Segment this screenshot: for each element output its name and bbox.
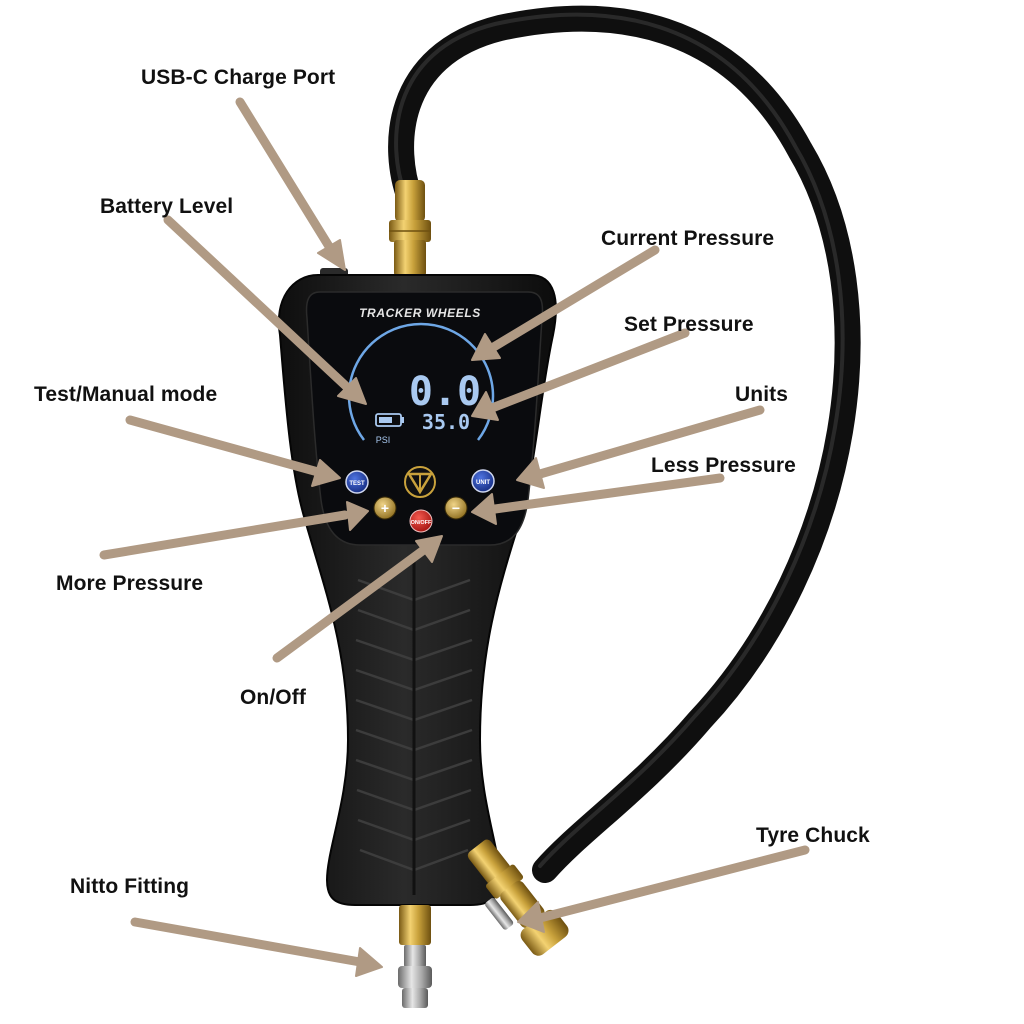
nitto-fitting [398,905,432,1008]
arrow-units [516,405,765,489]
label-nitto-fitting: Nitto Fitting [70,875,190,898]
current-pressure-display: 0.0 [409,369,481,415]
label-battery-level: Battery Level [100,195,234,218]
arrow-usb-c [235,97,346,271]
brand-text: TRACKER WHEELS [359,306,481,320]
label-less-pressure: Less Pressure [651,454,796,477]
unit-display: PSI [376,435,391,445]
top-brass-fitting [389,180,431,276]
arrow-test [125,415,341,487]
plus-button[interactable]: + [373,496,397,520]
hose [388,5,861,883]
label-current-pressure: Current Pressure [601,227,775,250]
label-on-off: On/Off [240,686,306,709]
test-button[interactable]: TEST [345,470,369,494]
minus-button-label: − [452,500,460,516]
label-usb-c-charge-port: USB-C Charge Port [141,66,336,89]
arrow-on-off [272,535,443,663]
label-tyre-chuck: Tyre Chuck [756,824,870,847]
arrow-tyre-chuck [517,845,810,933]
arrow-more-pressure [99,501,369,560]
plus-button-label: + [381,500,389,516]
label-test-manual-mode: Test/Manual mode [34,383,218,406]
grip-texture [355,560,473,895]
arrow-nitto-fitting [130,917,383,977]
minus-button[interactable]: − [444,496,468,520]
arrow-current-pressure [471,245,660,361]
unit-button[interactable]: UNIT [471,469,495,493]
arrow-set-pressure [471,328,690,421]
label-more-pressure: More Pressure [56,572,204,595]
set-pressure-display: 35.0 [422,410,470,434]
battery-icon [375,413,404,427]
label-units: Units [735,383,788,406]
power-button[interactable]: ON/OFF [409,509,433,533]
test-button-label: TEST [349,481,365,487]
unit-button-label: UNIT [476,480,490,486]
label-set-pressure: Set Pressure [624,313,754,336]
callout-arrows [99,97,810,977]
arrow-battery [163,215,367,405]
power-button-label: ON/OFF [411,520,432,526]
arrow-less-pressure [471,473,725,525]
brand-logo-icon [404,466,436,498]
